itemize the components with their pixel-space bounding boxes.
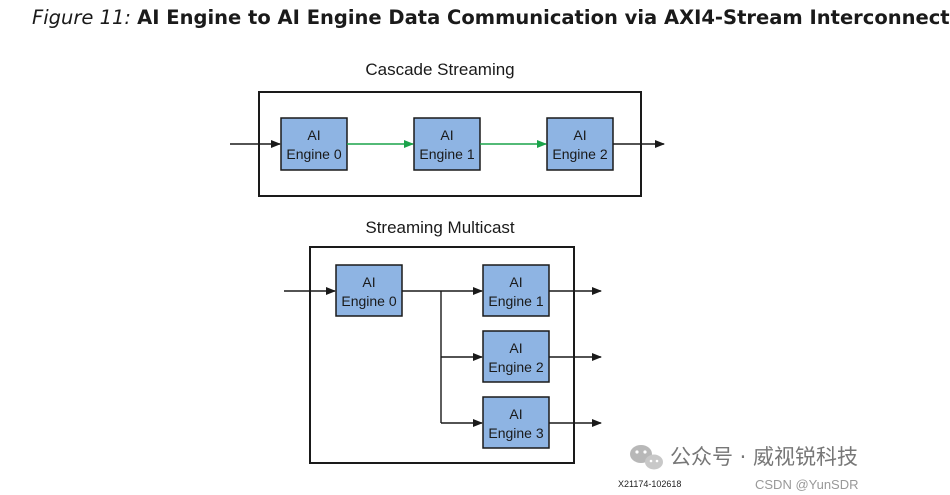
cascade-streaming-diagram: Cascade Streaming AI Engine 0 AI Engine … [230,60,665,197]
watermark-sub-text: CSDN @YunSDR [755,477,859,492]
engine-label-line2: Engine 1 [419,146,474,162]
multicast-engine-2: AI Engine 2 [482,330,550,383]
wechat-icon [630,445,663,470]
engine-label-line1: AI [573,127,586,143]
multicast-engine-1: AI Engine 1 [482,264,550,317]
figure-title: AI Engine to AI Engine Data Communicatio… [137,6,950,29]
multicast-frame [309,246,575,464]
figure-number: Figure 11: [32,6,131,29]
engine-box [335,264,403,317]
engine-label-line1: AI [509,274,522,290]
engine-label-line2: Engine 1 [488,293,543,309]
multicast-title: Streaming Multicast [365,218,515,237]
cascade-engine-0: AI Engine 0 [280,117,348,171]
document-id: X21174-102618 [618,479,681,489]
watermark-main-text: 公众号 · 威视锐科技 [670,445,858,469]
engine-box [280,117,348,171]
engine-label-line1: AI [362,274,375,290]
engine-label-line1: AI [440,127,453,143]
engine-label-line1: AI [307,127,320,143]
watermark: 公众号 · 威视锐科技 CSDN @YunSDR [630,445,859,492]
engine-label-line2: Engine 2 [552,146,607,162]
multicast-engine-0: AI Engine 0 [335,264,403,317]
streaming-multicast-diagram: Streaming Multicast AI Engine 0 AI Engin… [284,218,602,464]
multicast-engine-3: AI Engine 3 [482,396,550,449]
cascade-title: Cascade Streaming [365,60,514,79]
engine-label-line1: AI [509,340,522,356]
engine-label-line2: Engine 2 [488,359,543,375]
engine-box [482,330,550,383]
engine-box [482,396,550,449]
figure-caption: Figure 11: AI Engine to AI Engine Data C… [32,6,950,29]
engine-box [546,117,614,171]
engine-label-line1: AI [509,406,522,422]
engine-label-line2: Engine 0 [341,293,396,309]
engine-label-line2: Engine 3 [488,425,543,441]
engine-box [413,117,481,171]
engine-label-line2: Engine 0 [286,146,341,162]
cascade-engine-2: AI Engine 2 [546,117,614,171]
cascade-engine-1: AI Engine 1 [413,117,481,171]
